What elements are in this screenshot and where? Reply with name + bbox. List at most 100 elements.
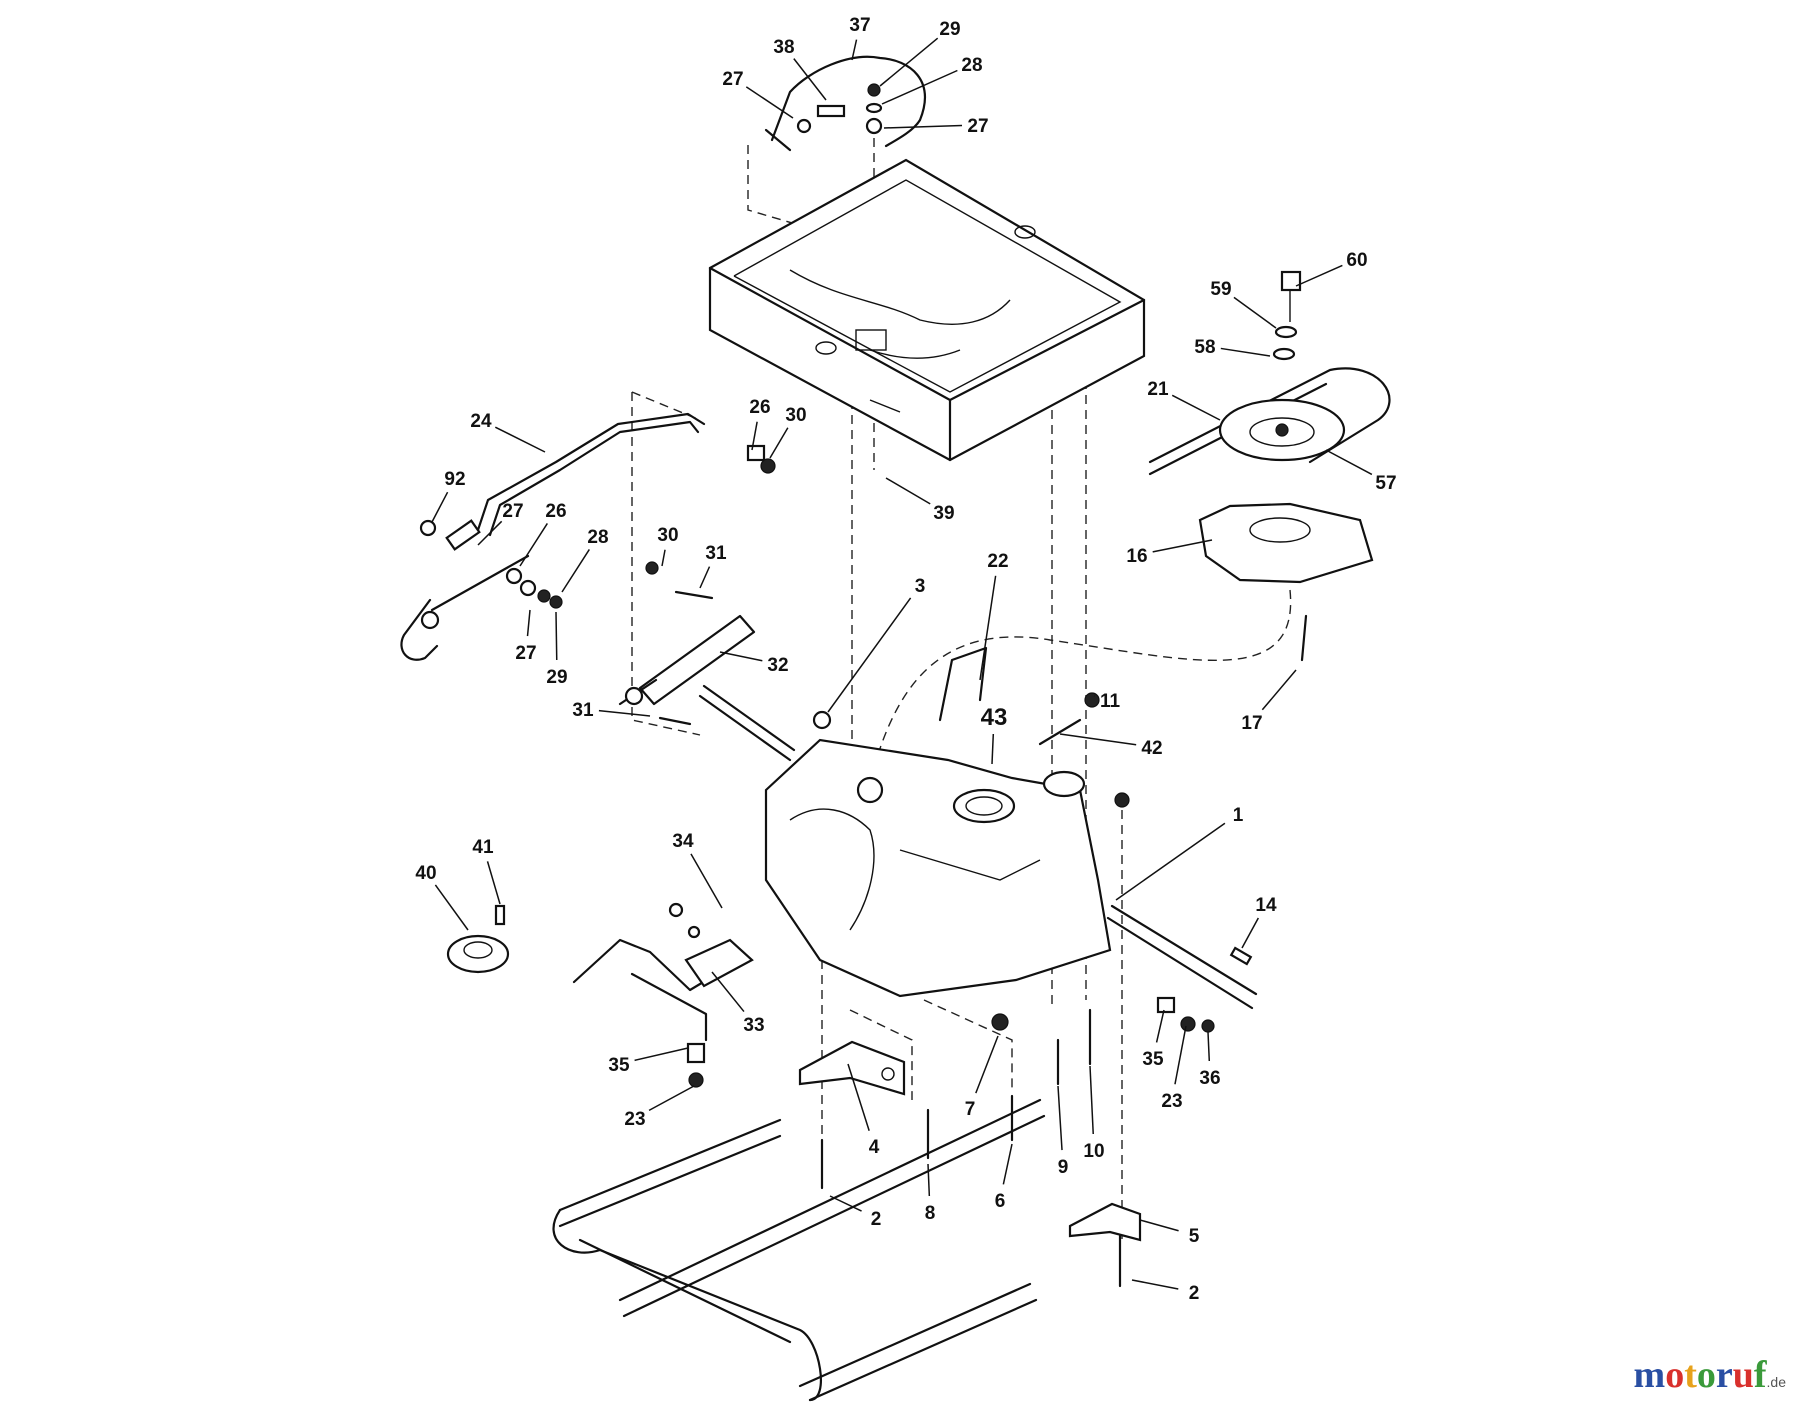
callout-c11: 11 [1100,691,1121,712]
callout-c16: 16 [1126,546,1147,567]
control-lever [401,556,562,660]
watermark-letter: f [1754,1354,1767,1396]
callout-c38: 38 [773,37,794,58]
callout-c17: 17 [1241,713,1262,734]
callout-c33: 33 [743,1015,764,1036]
damper [620,562,754,724]
leader-c33 [712,972,744,1012]
leader-c57 [1326,450,1372,474]
callout-c41: 41 [472,837,494,858]
callout-c92: 92 [444,469,465,490]
leader-c29b [556,612,557,660]
callout-c34: 34 [672,831,694,852]
callout-c21: 21 [1147,379,1169,400]
callout-c39: 39 [933,503,954,524]
callout-c10: 10 [1083,1141,1104,1162]
callout-c35b: 35 [1142,1049,1164,1070]
callout-c27a: 27 [722,69,743,90]
leader-c26b [520,523,547,566]
leader-c27d [528,610,530,636]
callout-c23b: 23 [1161,1091,1182,1112]
callout-c40: 40 [415,863,436,884]
leader-c3 [828,598,911,712]
callout-c6: 6 [995,1191,1006,1212]
callout-c7: 7 [965,1099,976,1120]
callout-c9: 9 [1058,1157,1069,1178]
callout-c29a: 29 [939,19,960,40]
callout-c37: 37 [849,15,870,36]
watermark-logo: motoruf.de [1634,1353,1786,1397]
watermark-letter: m [1634,1354,1666,1396]
callout-c14: 14 [1255,895,1277,916]
callout-c28b: 28 [587,527,608,548]
leader-c32 [720,652,762,661]
leader-c10 [1090,1066,1093,1134]
seat-support-frame [710,160,1144,460]
callout-c1: 1 [1233,805,1244,826]
leader-c35a [635,1048,688,1060]
leader-c40 [435,885,468,930]
leader-c23a [649,1086,694,1110]
leader-c58 [1221,348,1270,356]
leader-c27b [884,126,962,128]
leader-c42 [1060,734,1136,745]
callout-c24: 24 [470,411,492,432]
leader-c6 [1003,1144,1012,1184]
callout-c5: 5 [1189,1226,1200,1247]
leader-c28b [562,549,589,592]
fan-pulley-assembly [1150,272,1389,660]
seat-rod-assembly [766,57,925,150]
callout-c57: 57 [1375,473,1396,494]
leader-c30a [770,428,788,458]
watermark-letter: o [1665,1354,1684,1396]
rear-u-bar [554,1100,1044,1400]
watermark-letter: r [1716,1354,1733,1396]
callout-c30b: 30 [657,525,678,546]
callout-c58: 58 [1194,337,1215,358]
callout-c31a: 31 [705,543,727,564]
leader-c35b [1157,1010,1164,1042]
leader-c22 [980,576,996,680]
leader-c34 [691,854,722,908]
leader-c36 [1208,1032,1209,1061]
callout-c27d: 27 [515,643,536,664]
callout-c31b: 31 [572,700,594,721]
callout-c3: 3 [915,576,926,597]
leader-c8 [928,1164,929,1196]
leader-c38 [794,59,826,100]
callout-c27c: 27 [502,501,523,522]
leader-c43 [992,734,993,764]
watermark-letter: u [1733,1354,1754,1396]
callout-c8: 8 [925,1203,936,1224]
callout-c2a: 2 [871,1209,882,1230]
callout-c32: 32 [767,655,788,676]
leader-c14 [1242,918,1258,948]
callout-c23a: 23 [624,1109,645,1130]
watermark-letter: t [1684,1354,1697,1396]
leader-c2a [830,1196,862,1211]
callout-c26a: 26 [749,397,770,418]
leader-c7 [976,1036,998,1093]
leader-c17 [1262,670,1296,710]
leader-c5 [1140,1220,1179,1231]
callout-c4: 4 [869,1137,880,1158]
watermark-name: motoruf [1634,1354,1767,1396]
leader-c2b [1132,1280,1178,1289]
callout-c60: 60 [1346,250,1367,271]
leader-c31a [700,567,710,588]
leader-c24 [495,427,545,452]
leader-c16 [1153,540,1212,552]
transaxle-housing [700,648,1256,1008]
leader-c92 [432,492,448,522]
callout-c36: 36 [1199,1068,1220,1089]
callout-c35a: 35 [608,1055,630,1076]
leader-c9 [1058,1086,1062,1150]
watermark-suffix: .de [1767,1374,1786,1390]
callout-c59: 59 [1210,279,1231,300]
callout-c28a: 28 [961,55,982,76]
callout-c27b: 27 [967,116,988,137]
callout-c26b: 26 [545,501,566,522]
callout-c43: 43 [981,704,1008,731]
